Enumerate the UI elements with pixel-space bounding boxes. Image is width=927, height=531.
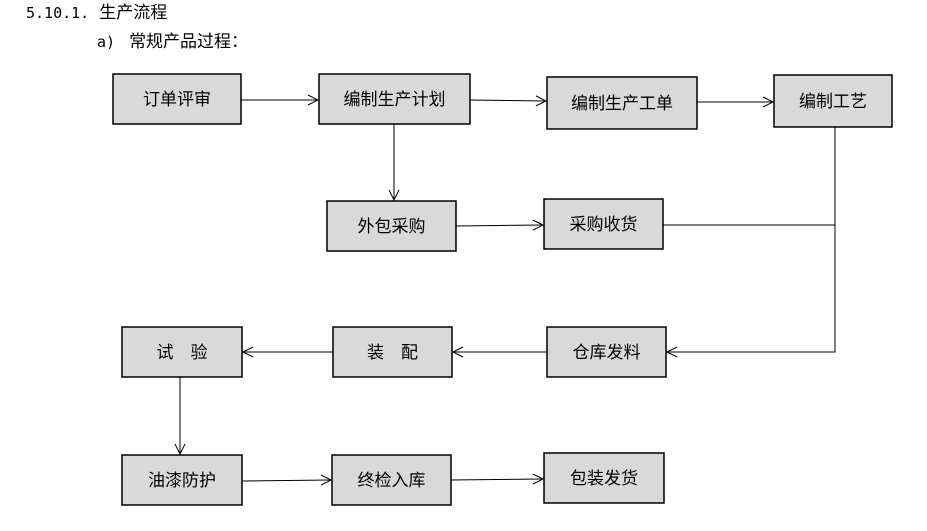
node-shipping: 包装发货: [543, 452, 665, 504]
subsection-title: 常规产品过程：: [129, 32, 249, 52]
node-box-material-issue: [546, 326, 667, 378]
edge-production-plan-to-work-order: [469, 100, 546, 101]
node-label-process: 编制工艺: [799, 92, 867, 112]
node-box-outsourcing: [326, 200, 457, 252]
node-label-painting: 油漆防护: [148, 471, 216, 491]
node-box-receiving: [543, 198, 664, 250]
node-inspection: 终检入库: [331, 454, 452, 506]
node-box-testing: [121, 326, 243, 378]
node-box-assembly: [332, 326, 453, 378]
edge-process-to-material-issue: [667, 127, 836, 352]
section-number: 5.10.1.: [26, 4, 90, 22]
node-testing: 试 验: [121, 326, 243, 378]
node-box-shipping: [543, 452, 665, 504]
node-outsourcing: 外包采购: [326, 200, 457, 252]
subsection-heading: a) 常规产品过程：: [97, 31, 248, 53]
section-heading: 5.10.1. 生产流程: [26, 2, 167, 24]
node-production-plan: 编制生产计划: [318, 73, 471, 125]
subsection-marker: a): [97, 33, 116, 51]
node-box-painting: [121, 454, 243, 506]
node-box-work-order: [546, 76, 698, 130]
node-box-process: [773, 74, 893, 128]
node-work-order: 编制生产工单: [546, 76, 698, 130]
node-label-receiving: 采购收货: [570, 215, 638, 235]
node-box-order-review: [112, 73, 242, 125]
node-material-issue: 仓库发料: [546, 326, 667, 378]
node-receiving: 采购收货: [543, 198, 664, 250]
edges-layer: [180, 100, 836, 481]
node-label-production-plan: 编制生产计划: [344, 90, 446, 110]
edge-inspection-to-shipping: [450, 479, 543, 480]
node-label-order-review: 订单评审: [143, 90, 211, 110]
edge-painting-to-inspection: [241, 480, 331, 481]
node-box-production-plan: [318, 73, 471, 125]
node-label-testing: 试 验: [157, 343, 208, 363]
node-label-shipping: 包装发货: [570, 469, 638, 489]
section-title: 生产流程: [99, 3, 168, 23]
node-label-material-issue: 仓库发料: [573, 343, 641, 363]
node-painting: 油漆防护: [121, 454, 243, 506]
node-label-inspection: 终检入库: [358, 471, 426, 491]
node-label-assembly: 装 配: [367, 343, 418, 363]
node-process: 编制工艺: [773, 74, 893, 128]
node-label-outsourcing: 外包采购: [358, 217, 426, 237]
node-box-inspection: [331, 454, 452, 506]
node-order-review: 订单评审: [112, 73, 242, 125]
node-assembly: 装 配: [332, 326, 453, 378]
edge-outsourcing-to-receiving: [455, 225, 543, 226]
node-label-work-order: 编制生产工单: [571, 94, 673, 114]
